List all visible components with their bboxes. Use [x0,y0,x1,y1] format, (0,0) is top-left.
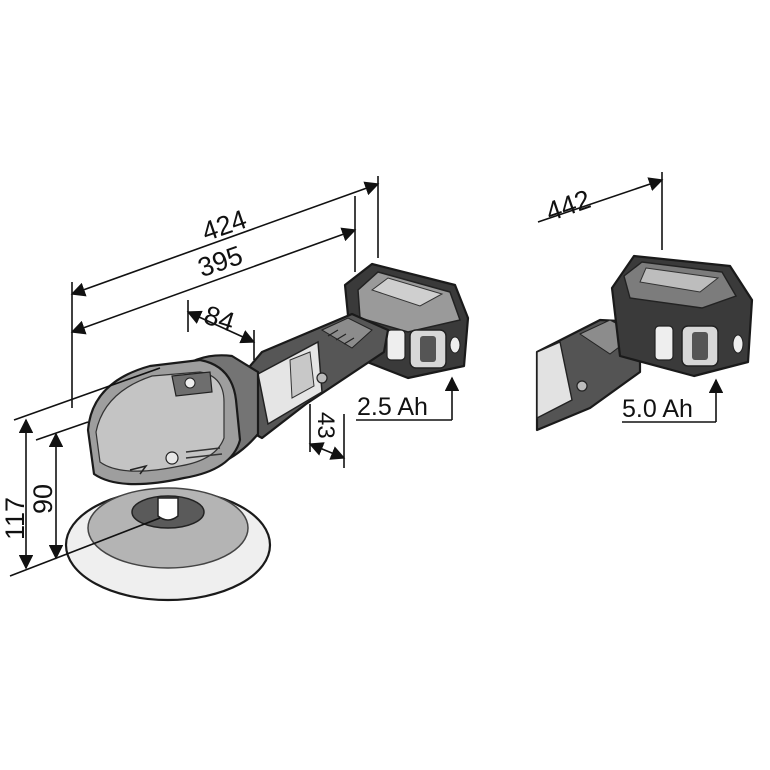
polishing-pad [64,487,272,602]
dim-117: 117 [0,497,30,540]
battery-label-2-5ah: 2.5 Ah [357,393,428,421]
battery-label-5-0ah: 5.0 Ah [622,395,693,423]
dim-424: 424 [198,204,250,247]
dimension-lines [9,172,724,577]
polisher-small-battery [64,262,470,602]
battery-5-0ah [610,254,754,378]
dim-442: 442 [542,184,594,227]
gear-head [86,354,260,486]
polisher-large-battery [535,254,754,432]
dim-43: 43 [312,412,339,439]
dim-90: 90 [28,484,58,514]
